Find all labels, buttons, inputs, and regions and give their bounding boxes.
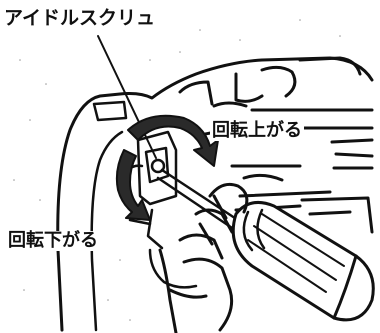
label-rotate-up: 回転上がる xyxy=(210,120,304,141)
screwdriver xyxy=(156,168,375,322)
hand xyxy=(158,182,249,333)
rotate-up-arrow xyxy=(127,114,219,167)
leader-line xyxy=(97,35,157,159)
screwdriver-handle xyxy=(231,200,375,322)
housing-top-rim xyxy=(92,100,128,122)
label-rotate-down: 回転下がる xyxy=(6,230,100,251)
speckle-texture xyxy=(13,19,341,321)
engine-housing xyxy=(56,56,374,332)
label-idle-screw: アイドルスクリュ xyxy=(4,7,156,29)
handle-end xyxy=(332,254,358,320)
engine-fins xyxy=(178,56,374,234)
rotate-down-arrow xyxy=(115,149,151,221)
